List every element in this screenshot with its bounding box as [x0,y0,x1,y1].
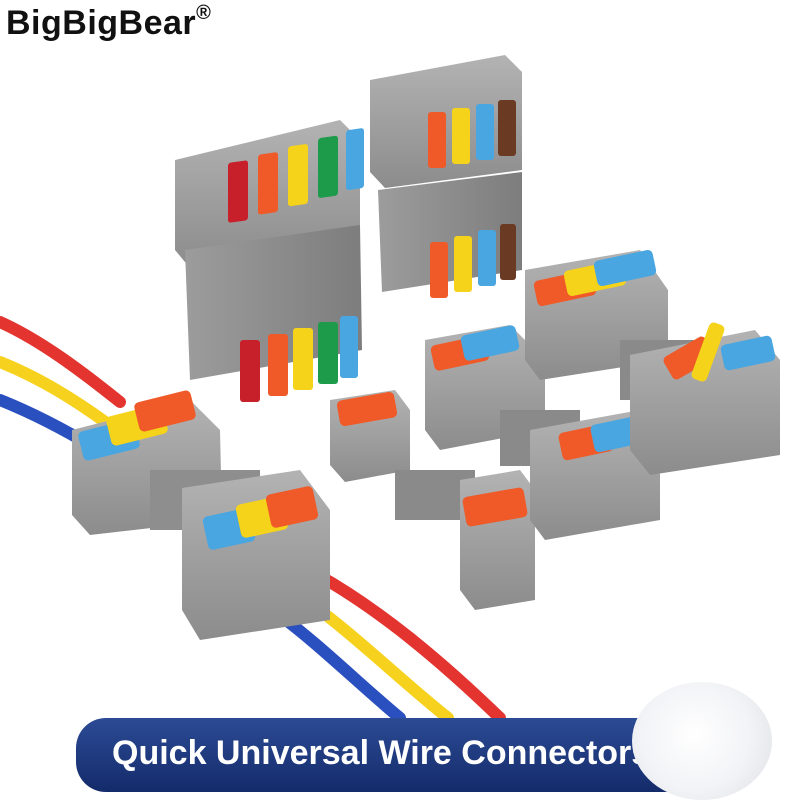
title-banner [76,718,716,792]
connector-1way [330,390,535,610]
brand-logo: BigBigBear® [6,2,212,43]
registered-mark: ® [196,2,212,24]
connector-4way [370,55,522,298]
connector-3way-right [525,249,780,475]
connector-3way-inline [72,390,330,640]
connector-5way [175,120,364,402]
banner-end-cap [632,682,772,800]
brand-name: BigBigBear [6,4,197,42]
banner-title: Quick Universal Wire Connectors [112,734,651,772]
